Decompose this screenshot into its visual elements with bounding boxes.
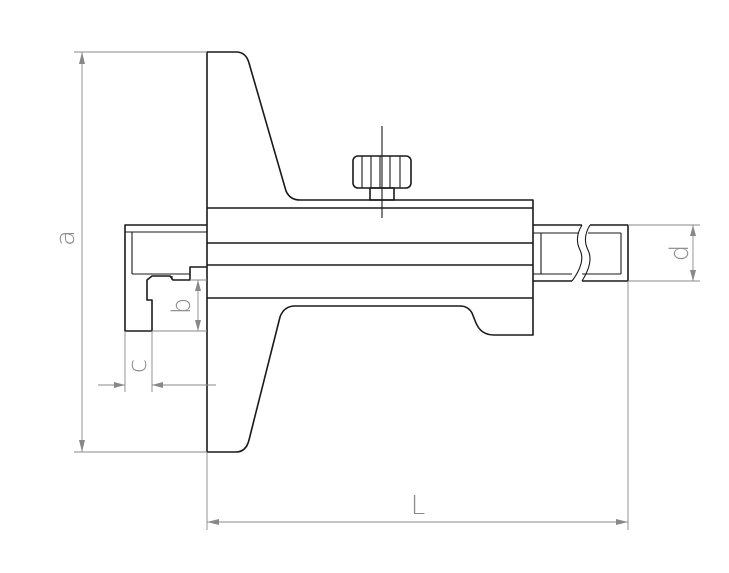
base-outline [206,51,534,453]
dim-L-arrow-left [207,519,219,525]
dim-b-arrow-top [195,280,201,291]
dim-L-arrow-right [616,519,628,525]
dim-a-arrow-top [79,52,85,64]
dim-c-arrow-right [152,382,163,388]
dim-b-arrow-bottom [195,320,201,331]
dim-d-arrow-top [690,225,696,236]
dim-d-label: d [665,245,695,262]
dim-d-arrow-bottom [690,270,696,281]
break-mark-left [571,224,583,282]
dim-b-label: b [167,298,197,315]
dim-c-label: c [123,359,153,373]
dim-a-label: a [51,230,81,246]
dim-L-label: L [411,491,426,521]
break-mark-right [581,224,591,282]
dim-a-arrow-bottom [79,440,85,452]
dim-c-arrow-left [114,382,125,388]
